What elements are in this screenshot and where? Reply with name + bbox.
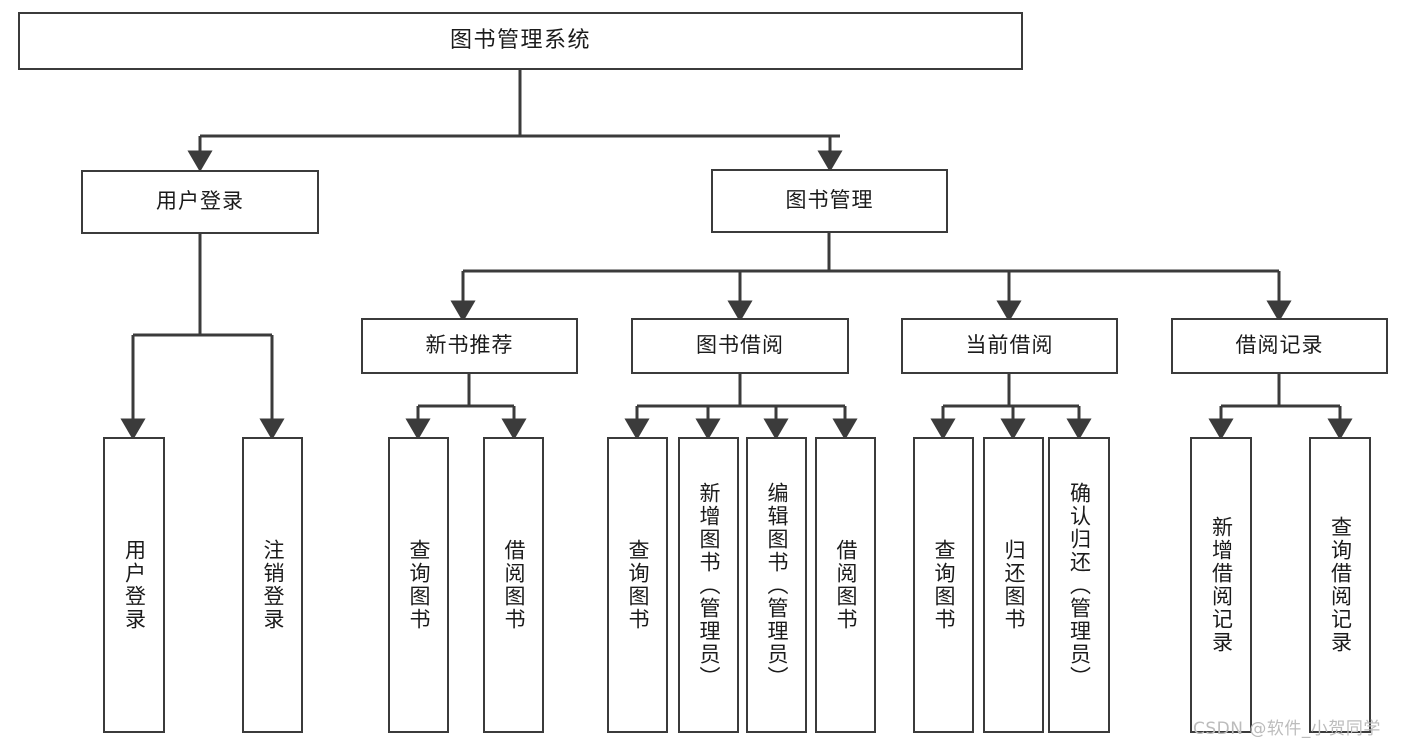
leaf-edit-book-admin[interactable]: 编辑图书（管理员） — [746, 437, 807, 733]
leaf-query-borrow-record[interactable]: 查询借阅记录 — [1309, 437, 1371, 733]
node-new-book-recommend[interactable]: 新书推荐 — [361, 318, 578, 374]
leaf-query-book-recommend[interactable]: 查询图书 — [388, 437, 449, 733]
node-label: 用户登录 — [156, 189, 244, 214]
leaf-logout-login[interactable]: 注销登录 — [242, 437, 303, 733]
node-label: 借阅图书 — [501, 539, 526, 631]
leaf-confirm-return-admin[interactable]: 确认归还（管理员） — [1048, 437, 1110, 733]
node-label: 图书借阅 — [696, 333, 784, 358]
leaf-borrow-book-recommend[interactable]: 借阅图书 — [483, 437, 544, 733]
node-label: 当前借阅 — [965, 333, 1054, 358]
node-label: 借阅图书 — [833, 539, 858, 631]
watermark-text: CSDN @软件_小贺同学 — [1193, 719, 1381, 739]
node-label: 新增借阅记录 — [1209, 516, 1234, 654]
node-label: 查询图书 — [931, 539, 956, 631]
node-label: 用户登录 — [122, 539, 147, 631]
node-book-management[interactable]: 图书管理 — [711, 169, 948, 233]
node-label: 查询图书 — [406, 539, 431, 631]
node-label: 注销登录 — [260, 539, 285, 631]
node-borrow-record[interactable]: 借阅记录 — [1171, 318, 1388, 374]
node-label: 归还图书 — [1001, 539, 1026, 631]
node-user-login[interactable]: 用户登录 — [81, 170, 319, 234]
leaf-query-book-borrow[interactable]: 查询图书 — [607, 437, 668, 733]
node-label: 新书推荐 — [425, 333, 514, 358]
node-label: 新增图书（管理员） — [696, 481, 721, 689]
leaf-user-login[interactable]: 用户登录 — [103, 437, 165, 733]
node-label: 查询借阅记录 — [1328, 516, 1353, 654]
node-label: 查询图书 — [625, 539, 650, 631]
leaf-add-book-admin[interactable]: 新增图书（管理员） — [678, 437, 739, 733]
node-label: 借阅记录 — [1235, 333, 1324, 358]
node-label: 编辑图书（管理员） — [764, 481, 789, 689]
leaf-borrow-book[interactable]: 借阅图书 — [815, 437, 876, 733]
node-label: 图书管理系统 — [449, 27, 591, 53]
node-root-system[interactable]: 图书管理系统 — [18, 12, 1023, 70]
node-current-borrow[interactable]: 当前借阅 — [901, 318, 1118, 374]
leaf-add-borrow-record[interactable]: 新增借阅记录 — [1190, 437, 1252, 733]
leaf-query-book-current[interactable]: 查询图书 — [913, 437, 974, 733]
node-label: 图书管理 — [785, 188, 874, 213]
leaf-return-book[interactable]: 归还图书 — [983, 437, 1044, 733]
node-book-borrow[interactable]: 图书借阅 — [631, 318, 849, 374]
node-label: 确认归还（管理员） — [1067, 481, 1092, 689]
